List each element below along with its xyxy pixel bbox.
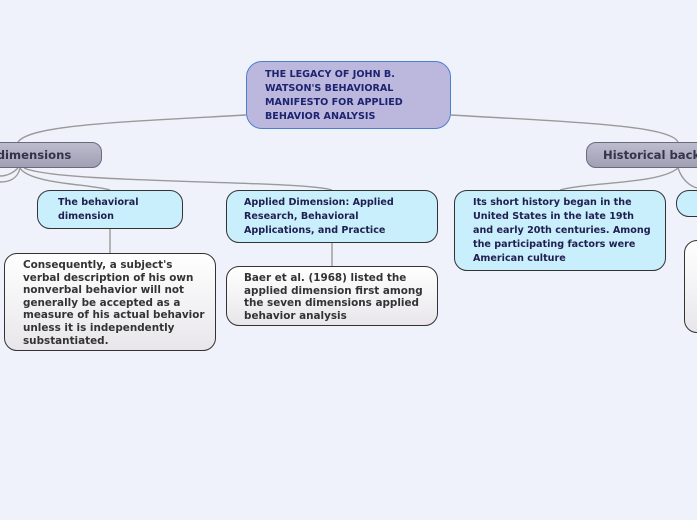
link-root-right xyxy=(450,114,679,143)
note-behavioral[interactable]: Consequently, a subject's verbal descrip… xyxy=(4,253,216,351)
note-behavioral-text: Consequently, a subject's verbal descrip… xyxy=(23,259,205,347)
link-left-behavioral xyxy=(19,167,111,191)
link-left-out-1 xyxy=(0,167,19,177)
topic-behavioral-label: The behavioral dimension xyxy=(58,197,139,222)
note-partial-offscreen[interactable] xyxy=(684,240,697,333)
central-topic[interactable]: THE LEGACY OF JOHN B. WATSON'S BEHAVIORA… xyxy=(246,61,451,129)
topic-applied-label: Applied Dimension: Applied Research, Beh… xyxy=(244,197,394,236)
link-root-left xyxy=(17,114,247,143)
topic-history-label: Its short history began in the United St… xyxy=(473,197,651,264)
topic-short-history[interactable]: Its short history began in the United St… xyxy=(454,190,666,271)
link-right-history xyxy=(559,167,679,191)
topic-partial-offscreen[interactable] xyxy=(676,190,697,217)
branch-dimensions-label: r dimensions xyxy=(0,148,72,162)
note-applied[interactable]: Baer et al. (1968) listed the applied di… xyxy=(226,266,438,326)
branch-historical-label: Historical back xyxy=(603,148,697,162)
link-left-out-2 xyxy=(0,167,21,183)
link-left-applied xyxy=(23,167,333,191)
branch-dimensions[interactable]: r dimensions xyxy=(0,142,102,168)
branch-historical-background[interactable]: Historical back xyxy=(586,142,697,168)
link-right-next xyxy=(677,167,697,189)
topic-behavioral-dimension[interactable]: The behavioral dimension xyxy=(37,190,183,229)
topic-applied-dimension[interactable]: Applied Dimension: Applied Research, Beh… xyxy=(226,190,438,243)
note-applied-text: Baer et al. (1968) listed the applied di… xyxy=(244,272,423,322)
central-topic-label: THE LEGACY OF JOHN B. WATSON'S BEHAVIORA… xyxy=(265,69,403,122)
